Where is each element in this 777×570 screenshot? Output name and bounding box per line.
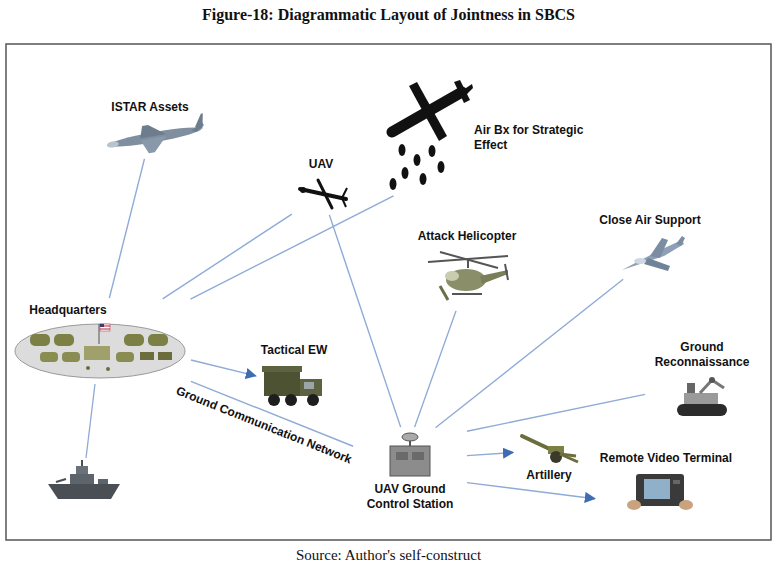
ew-truck <box>262 366 322 406</box>
connector-line <box>163 214 292 299</box>
recon-robot <box>677 377 727 416</box>
figure-node: UAV Ground Control Station <box>355 429 465 515</box>
video-terminal <box>627 474 693 510</box>
figure-node: Remote Video Terminal <box>597 448 735 515</box>
node-label: Tactical EW <box>261 343 327 358</box>
node-label: Headquarters <box>29 303 106 318</box>
node-label: Close Air Support <box>599 213 701 228</box>
connector-line <box>190 196 393 299</box>
node-label: Air Bx for Strategic Effect <box>474 123 586 153</box>
node-label: Ground Reconnaissance <box>650 340 754 370</box>
naval-ship <box>48 460 120 499</box>
connector-line <box>435 279 623 428</box>
leader-line <box>86 384 95 458</box>
connector-line <box>191 360 256 376</box>
figure-node: Headquarters <box>11 300 189 383</box>
connector-line <box>415 311 456 427</box>
attack-helicopter <box>428 252 508 300</box>
node-label: UAV <box>309 157 333 172</box>
node-label: Remote Video Terminal <box>600 451 732 466</box>
figure-node: Attack Helicopter <box>415 226 520 309</box>
figure-node: Artillery <box>515 429 583 486</box>
ground-station <box>390 433 430 476</box>
uav-drone <box>300 180 347 208</box>
figure-caption: Source: Author's self-construct <box>0 547 777 564</box>
node-label: UAV Ground Control Station <box>358 482 462 512</box>
figure-node: Close Air Support <box>596 210 704 278</box>
node-label: Attack Helicopter <box>418 229 517 244</box>
node-label: ISTAR Assets <box>111 100 188 115</box>
edge-label: Ground Communication Network <box>172 383 355 467</box>
bomber-aircraft <box>390 80 474 190</box>
figure-title: Figure-18: Diagrammatic Layout of Jointn… <box>0 6 777 24</box>
figure-node: UAV <box>293 154 351 213</box>
connector-line <box>467 394 645 431</box>
headquarters-camp <box>15 324 185 378</box>
artillery-gun <box>522 436 578 463</box>
connector-line <box>467 452 513 455</box>
figure-node: Ground Reconnaissance <box>647 337 757 421</box>
figure-node: Tactical EW <box>258 340 330 411</box>
figure-node: Air Bx for Strategic Effect <box>382 77 589 195</box>
fighter-jet <box>622 236 685 271</box>
figure-frame <box>6 44 771 540</box>
connector-line <box>109 159 144 298</box>
node-label: Artillery <box>526 468 571 483</box>
connector-line <box>191 381 353 446</box>
connector-line <box>467 483 595 499</box>
connector-line <box>329 215 400 427</box>
figure-node: ISTAR Assets <box>102 97 208 157</box>
istar-aircraft <box>104 113 208 160</box>
